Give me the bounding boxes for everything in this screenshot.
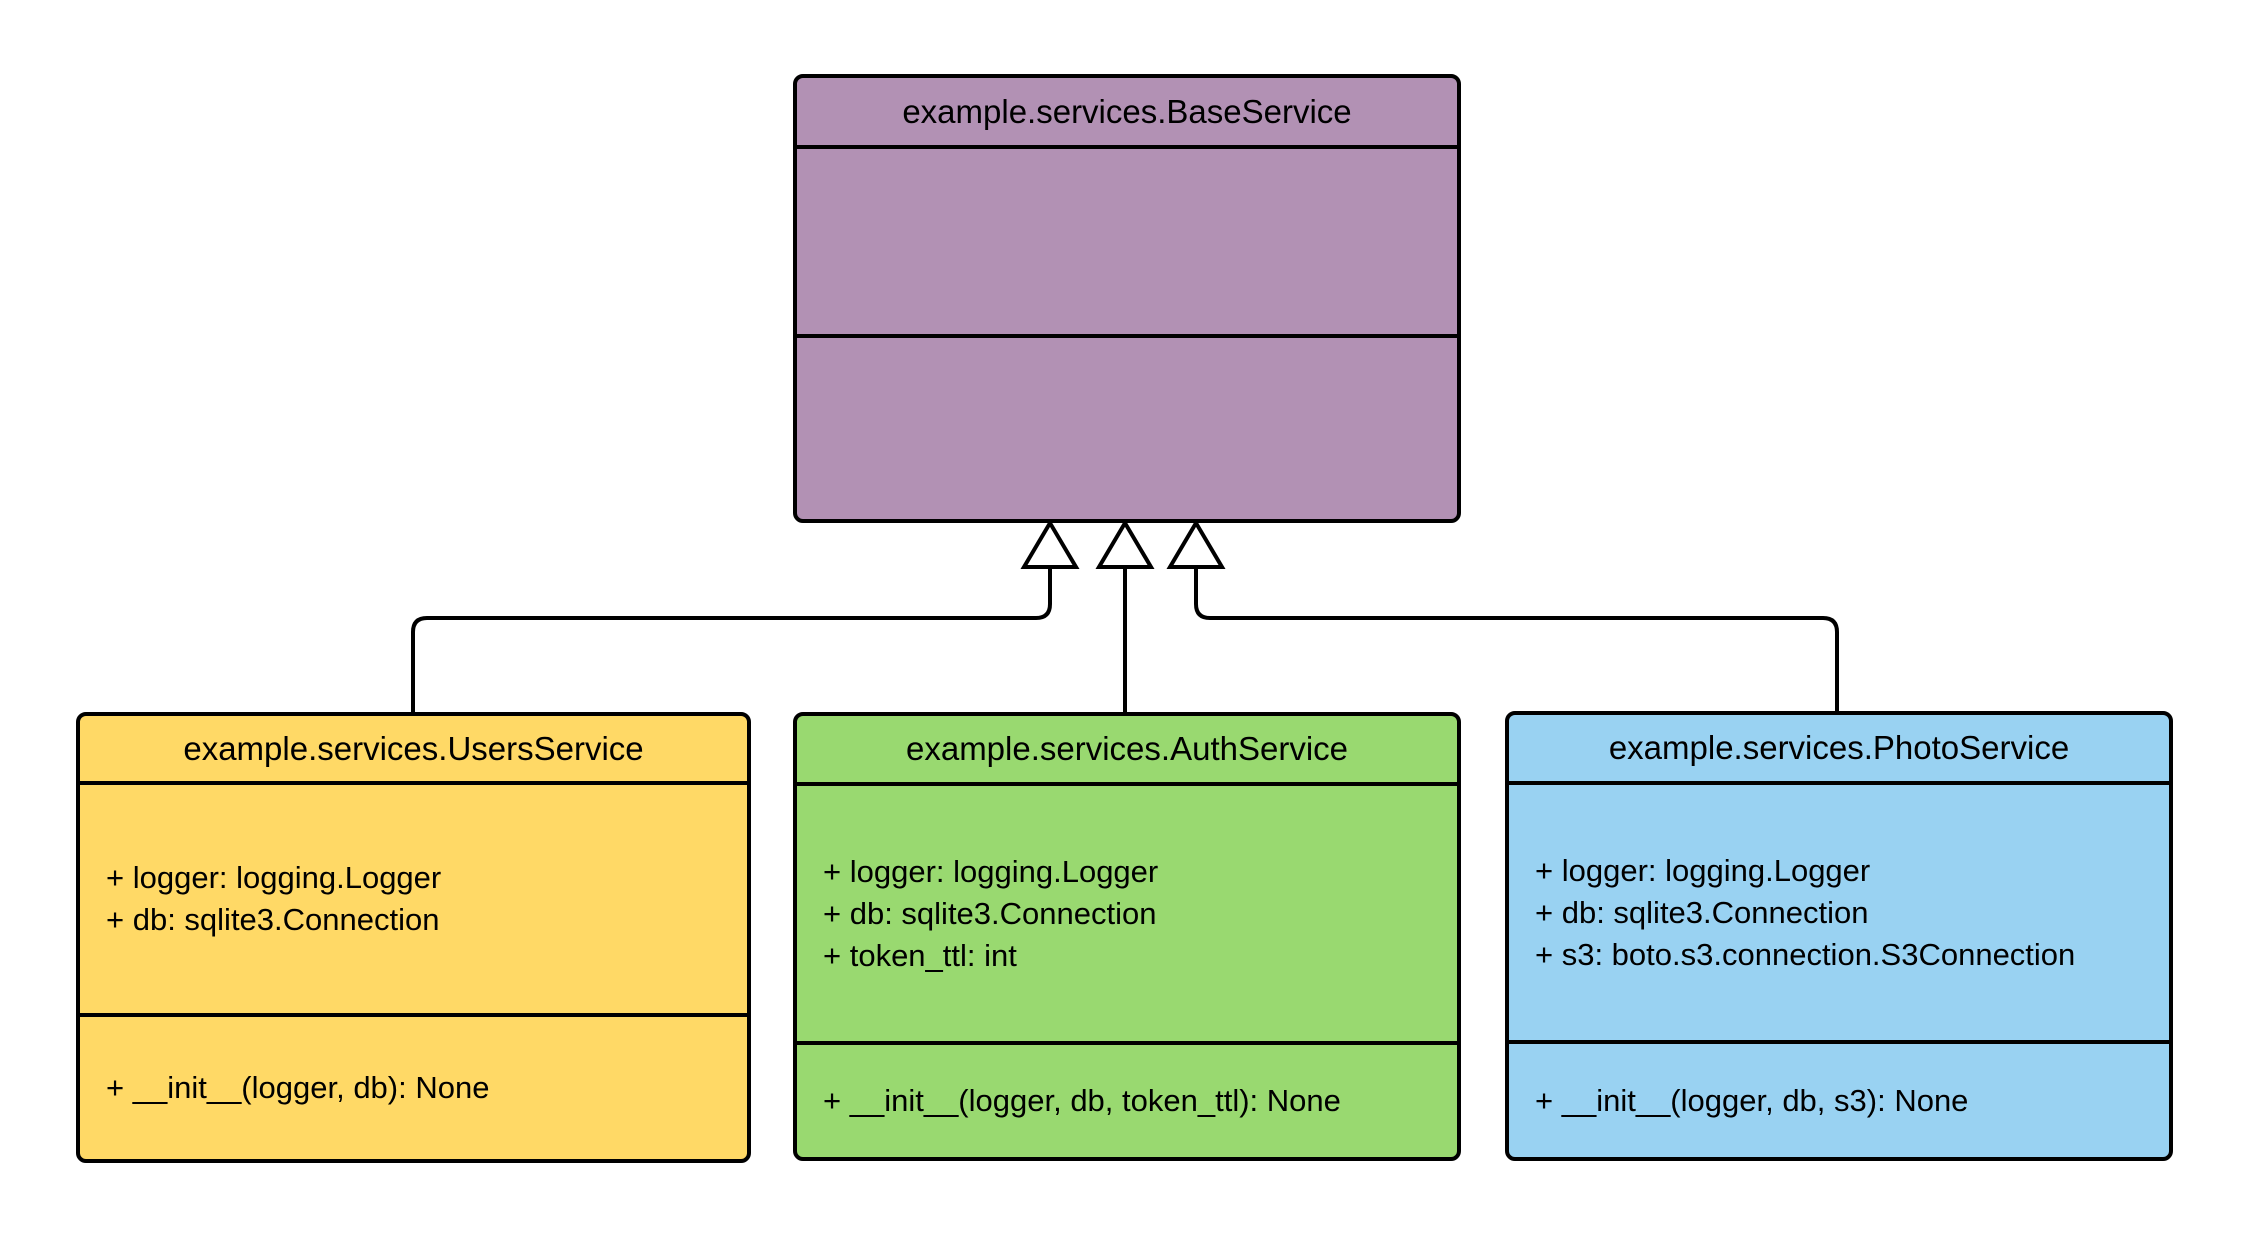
methods-compartment-usersservice: + __init__(logger, db): None xyxy=(80,1017,747,1159)
attributes-compartment-photoservice: + logger: logging.Logger + db: sqlite3.C… xyxy=(1509,785,2169,1044)
class-box-authservice: example.services.AuthService + logger: l… xyxy=(793,712,1461,1161)
attributes-compartment-usersservice: + logger: logging.Logger + db: sqlite3.C… xyxy=(80,785,747,1017)
class-title-photoservice: example.services.PhotoService xyxy=(1509,715,2169,785)
attributes-compartment-authservice: + logger: logging.Logger + db: sqlite3.C… xyxy=(797,786,1457,1045)
attribute-line: + s3: boto.s3.connection.S3Connection xyxy=(1535,936,2076,972)
attribute-line: + logger: logging.Logger xyxy=(1535,852,1871,888)
class-box-baseservice: example.services.BaseService xyxy=(793,74,1461,523)
attributes-compartment-baseservice xyxy=(797,149,1457,338)
attribute-line: + logger: logging.Logger xyxy=(823,853,1159,889)
class-title-usersservice: example.services.UsersService xyxy=(80,716,747,785)
class-box-photoservice: example.services.PhotoService + logger: … xyxy=(1505,711,2173,1161)
inheritance-edge-users-base xyxy=(411,567,1052,712)
methods-compartment-baseservice xyxy=(797,338,1457,519)
attribute-line: + db: sqlite3.Connection xyxy=(1535,894,1869,930)
inheritance-triangle-photo xyxy=(1166,519,1226,569)
inheritance-triangle-users xyxy=(1020,519,1080,569)
attribute-line: + token_ttl: int xyxy=(823,937,1017,973)
attribute-line: + logger: logging.Logger xyxy=(106,860,442,895)
inheritance-edge-photo-base xyxy=(1194,567,1839,712)
methods-compartment-authservice: + __init__(logger, db, token_ttl): None xyxy=(797,1045,1457,1157)
inheritance-triangle-auth xyxy=(1095,519,1155,569)
attribute-line: + db: sqlite3.Connection xyxy=(823,895,1157,931)
class-title-baseservice: example.services.BaseService xyxy=(797,78,1457,149)
method-line: + __init__(logger, db, s3): None xyxy=(1535,1082,1969,1118)
class-title-authservice: example.services.AuthService xyxy=(797,716,1457,786)
class-box-usersservice: example.services.UsersService + logger: … xyxy=(76,712,751,1163)
method-line: + __init__(logger, db, token_ttl): None xyxy=(823,1083,1341,1118)
attribute-line: + db: sqlite3.Connection xyxy=(106,902,440,937)
methods-compartment-photoservice: + __init__(logger, db, s3): None xyxy=(1509,1044,2169,1157)
method-line: + __init__(logger, db): None xyxy=(106,1070,490,1105)
